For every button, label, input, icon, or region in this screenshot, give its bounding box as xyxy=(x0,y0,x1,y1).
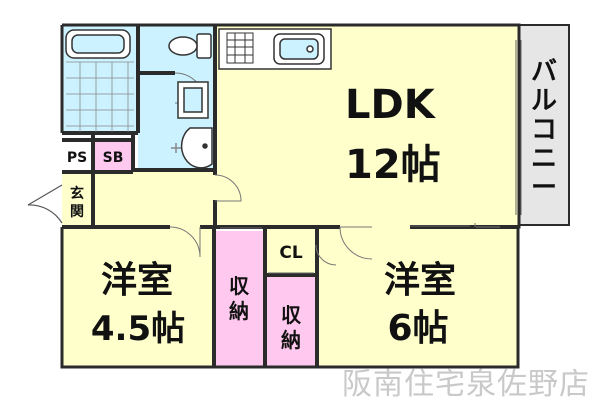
sink-icon xyxy=(171,127,213,169)
hallway xyxy=(93,170,215,227)
entrance-char-1: 玄 xyxy=(70,185,84,202)
storage-b-char-1: 収 xyxy=(281,303,302,327)
closet-room xyxy=(266,227,318,275)
western-large-label-line1: 洋室 xyxy=(384,260,456,301)
western-small-label-line1: 洋室 xyxy=(101,260,173,301)
balcony-char-4: ニ xyxy=(531,144,557,174)
storage-b-fill xyxy=(266,275,316,367)
ldk-label-line1: LDK xyxy=(345,82,437,128)
shower-floor-icon xyxy=(66,61,134,132)
storage-a-fill xyxy=(214,231,264,367)
balcony-area xyxy=(519,25,569,225)
balcony-char-3: コ xyxy=(531,115,557,145)
entrance-door xyxy=(27,184,63,224)
watermark: 阪南住宅泉佐野店 xyxy=(342,367,590,402)
toilet-icon xyxy=(168,33,212,59)
entrance-room xyxy=(62,170,93,227)
sliding-door-lines xyxy=(220,40,522,274)
storage-a-char-1: 収 xyxy=(229,274,250,298)
shoe-box-label: SB xyxy=(103,150,124,166)
storage-b-char-2: 納 xyxy=(281,328,301,352)
storage-a-char-2: 納 xyxy=(229,299,249,323)
shoe-box-fill xyxy=(93,140,133,172)
balcony-char-1: バ xyxy=(531,57,557,87)
balcony-char-5: ー xyxy=(531,173,557,203)
kitchen-sink-icon xyxy=(273,33,325,65)
washer-icon xyxy=(177,81,209,119)
western-small-room xyxy=(62,227,214,367)
ldk-label-line2: 12帖 xyxy=(345,142,441,188)
western-large-label-line2: 6帖 xyxy=(387,308,448,349)
western-small-label-line2: 4.5帖 xyxy=(91,309,185,349)
interior-walls xyxy=(62,25,518,367)
entrance-char-2: 関 xyxy=(70,204,84,220)
bathtub-icon xyxy=(65,29,131,59)
pipe-space-label: PS xyxy=(67,150,87,166)
balcony-char-2: ル xyxy=(531,86,557,116)
stove-icon xyxy=(226,32,254,64)
closet-label: CL xyxy=(279,243,302,263)
western-large-room xyxy=(318,227,518,367)
